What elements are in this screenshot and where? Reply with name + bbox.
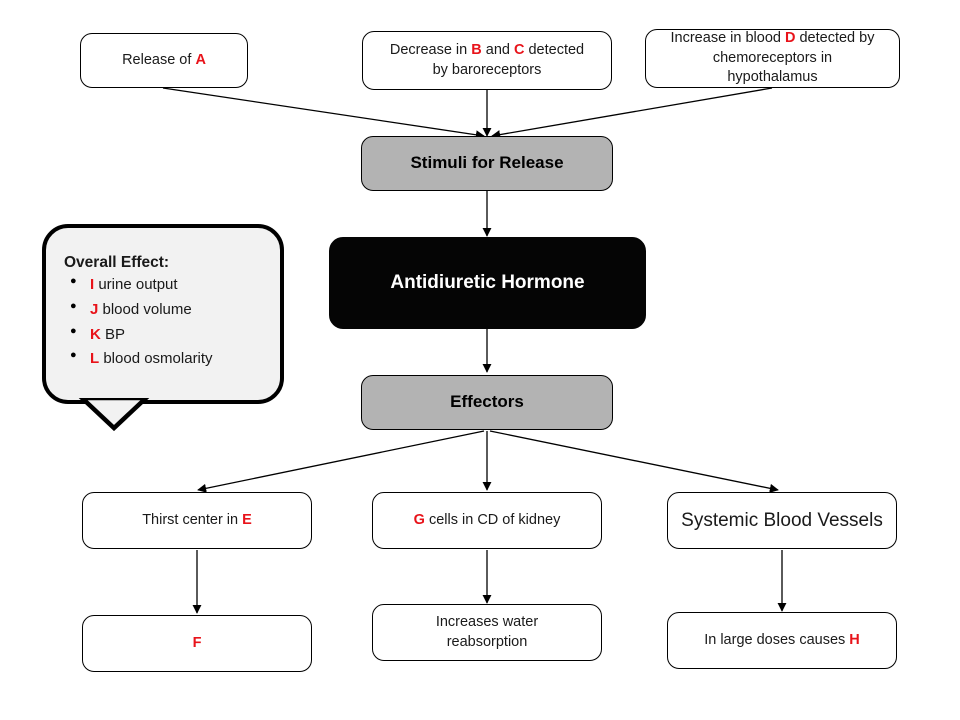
blank-g: G xyxy=(413,511,425,528)
blank-d: D xyxy=(784,30,796,47)
line-effectors-to-thirst xyxy=(197,430,485,493)
node-stimuli-for-release-label: Stimuli for Release xyxy=(410,153,564,173)
node-systemic-blood-vessels-label: Systemic Blood Vessels xyxy=(681,509,883,531)
node-g-cells-cd-kidney[interactable]: G cells in CD of kidney xyxy=(372,492,602,549)
node-systemic-blood-vessels[interactable]: Systemic Blood Vessels xyxy=(667,492,897,549)
node-effectors[interactable]: Effectors xyxy=(361,375,613,430)
node-antidiuretic-hormone-label: Antidiuretic Hormone xyxy=(390,272,585,294)
callout-overall-effect[interactable]: Overall Effect: I urine output J blood v… xyxy=(42,224,284,404)
blank-h: H xyxy=(849,631,860,648)
blank-i: I xyxy=(90,276,95,293)
list-item: L blood osmolarity xyxy=(70,348,266,370)
node-release-of-a[interactable]: Release of A xyxy=(80,33,248,88)
blank-j: J xyxy=(90,300,99,318)
blank-c: C xyxy=(513,41,525,58)
node-in-large-doses-causes-h[interactable]: In large doses causes H xyxy=(667,612,897,669)
blank-l: L xyxy=(90,350,100,368)
node-g-cells-cd-kidney-label: G cells in CD of kidney xyxy=(413,511,561,528)
blank-b: B xyxy=(471,41,482,58)
node-effectors-label: Effectors xyxy=(450,392,524,412)
node-stimuli-for-release[interactable]: Stimuli for Release xyxy=(361,136,613,191)
blank-a: A xyxy=(195,51,206,68)
callout-tail xyxy=(78,398,150,432)
blank-k: K xyxy=(90,325,101,343)
blank-e: E xyxy=(242,511,252,528)
list-item: J blood volume xyxy=(70,299,266,321)
line-increase-d-to-stimuli xyxy=(491,87,773,140)
node-antidiuretic-hormone[interactable]: Antidiuretic Hormone xyxy=(329,237,646,329)
blank-f: F xyxy=(192,634,202,651)
node-outcome-f[interactable]: F xyxy=(82,615,312,672)
node-in-large-doses-causes-h-label: In large doses causes H xyxy=(704,631,860,648)
node-thirst-center-label: Thirst center in E xyxy=(142,511,252,528)
list-item: K BP xyxy=(70,324,266,346)
node-thirst-center[interactable]: Thirst center in E xyxy=(82,492,312,549)
node-release-of-a-label: Release of A xyxy=(122,51,206,68)
callout-effect-list: I urine output J blood volume K BP L blo… xyxy=(64,274,266,370)
line-effectors-to-vessels xyxy=(489,430,779,493)
line-release-a-to-stimuli xyxy=(162,87,485,140)
callout-title: Overall Effect: xyxy=(64,254,170,271)
list-item: I urine output xyxy=(70,274,266,296)
